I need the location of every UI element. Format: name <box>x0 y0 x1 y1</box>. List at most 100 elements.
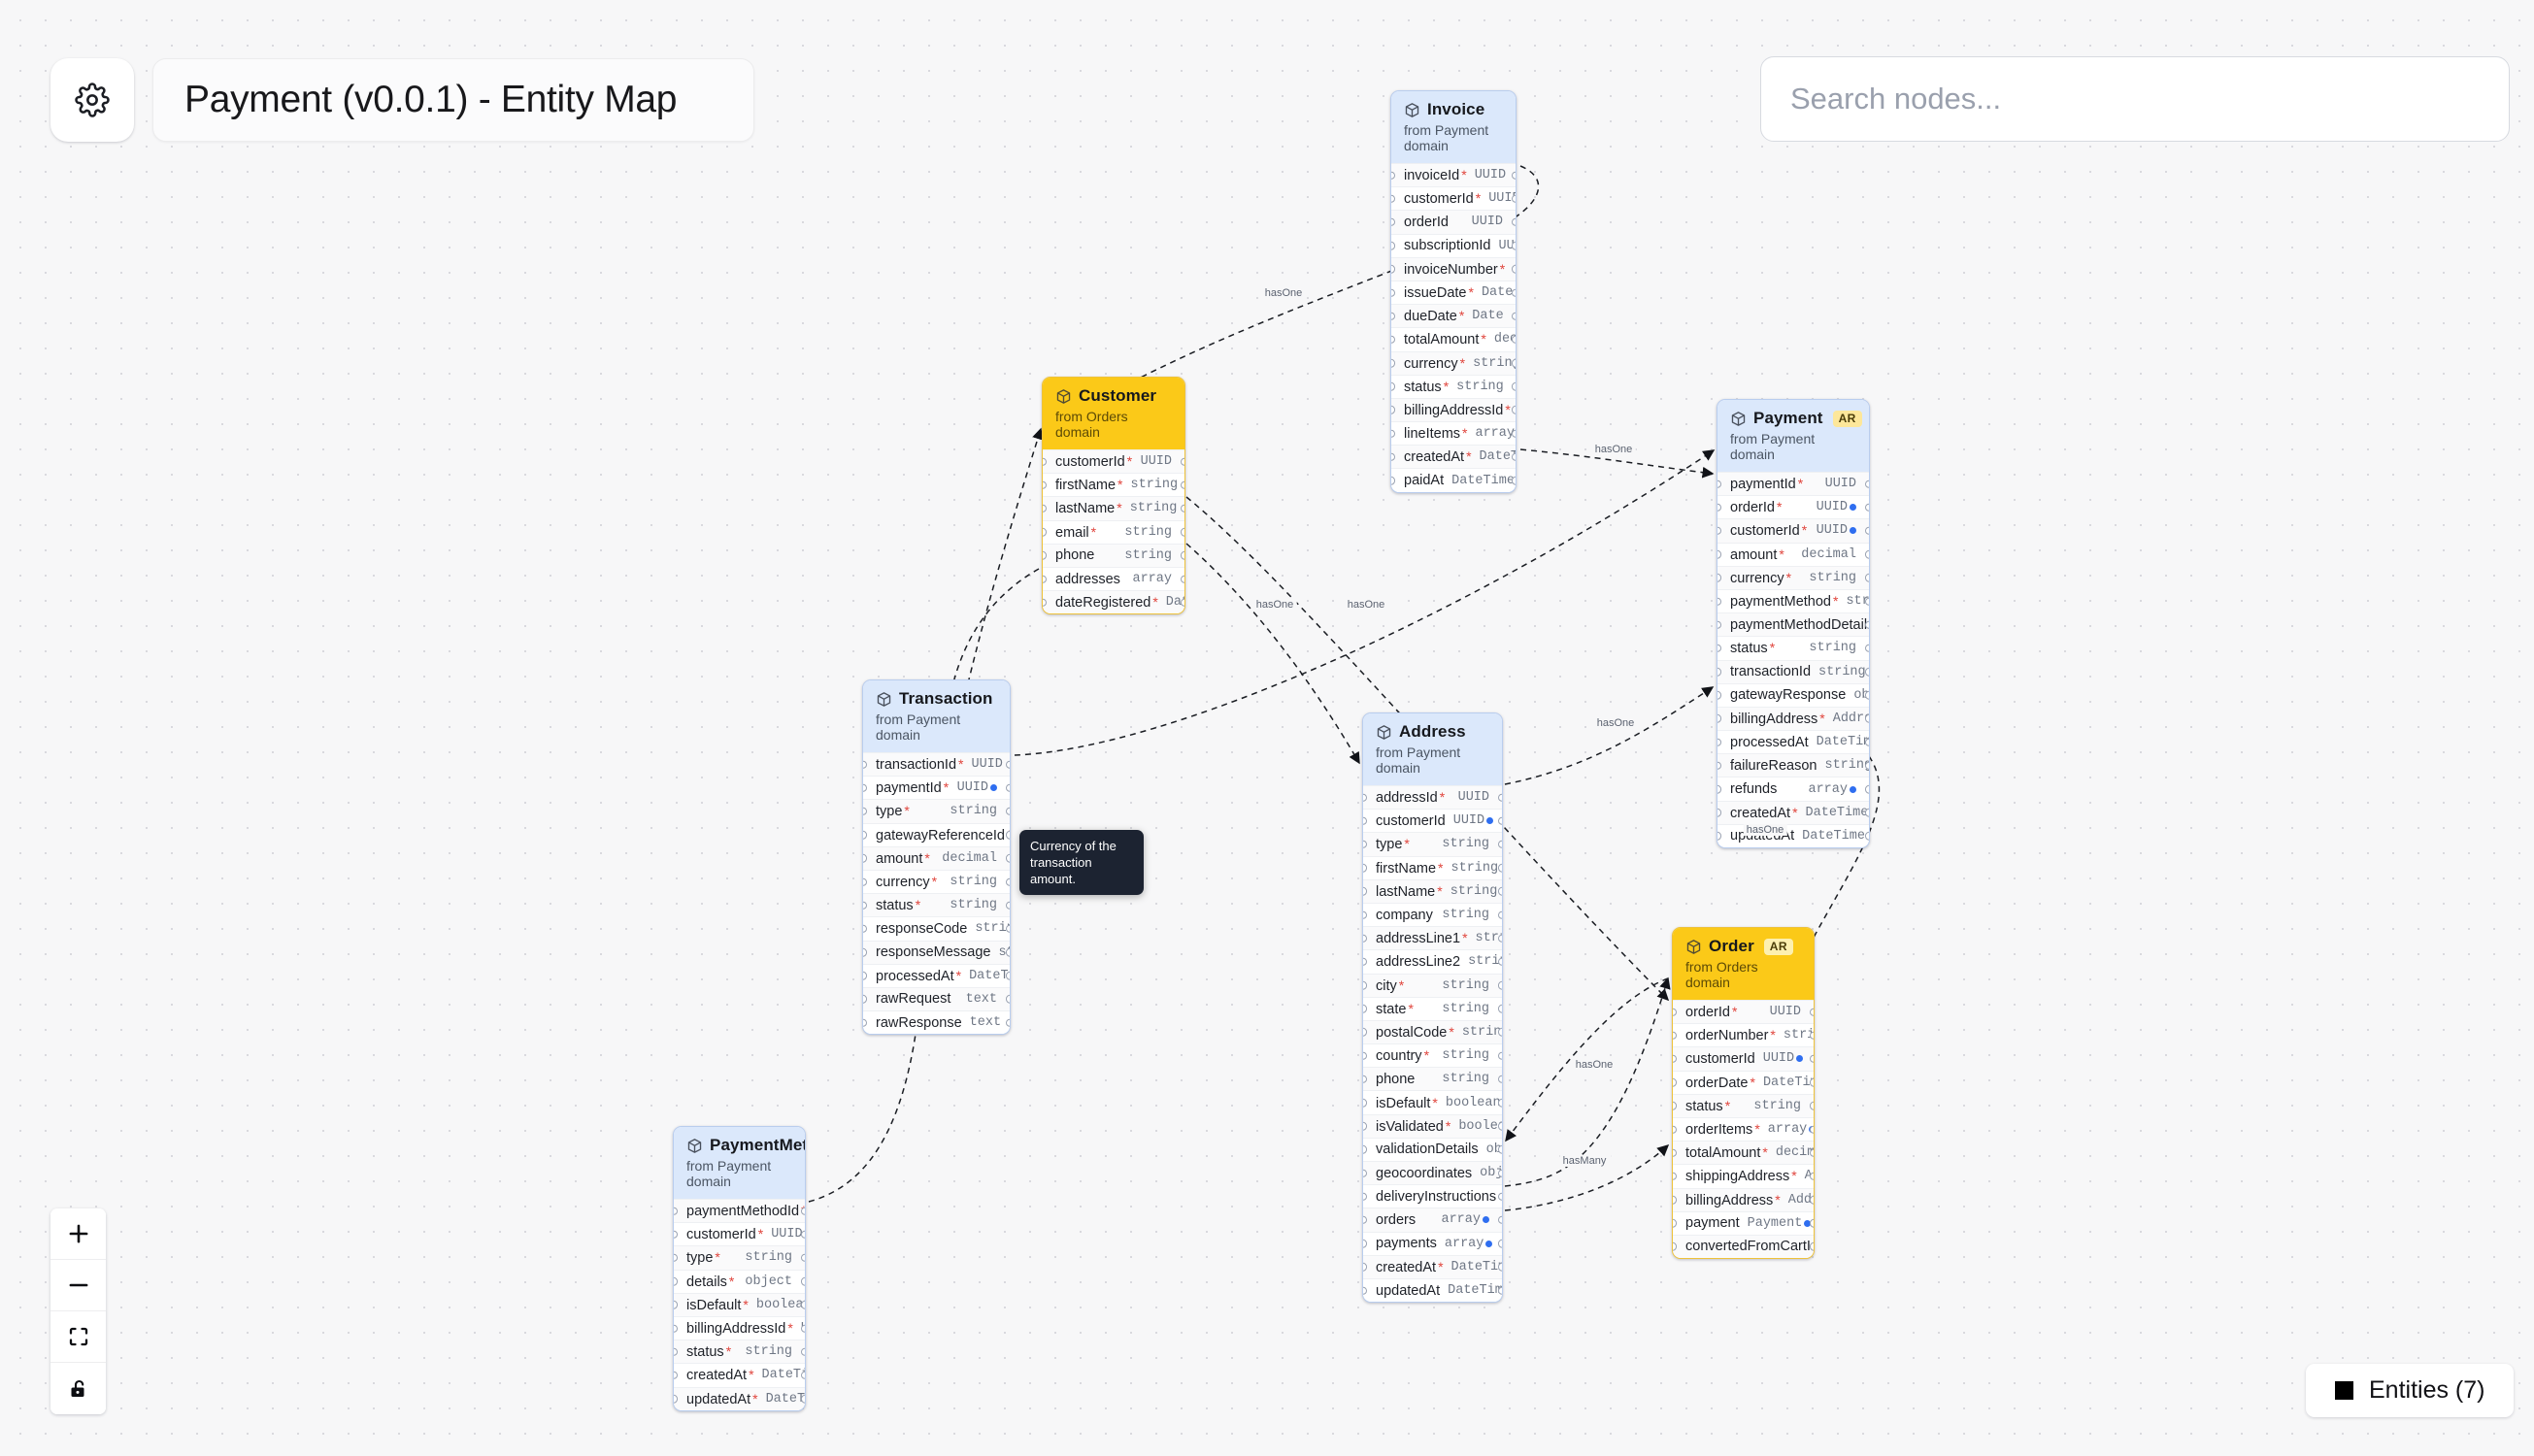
field-port-right[interactable] <box>1006 995 1010 1004</box>
entity-field-row[interactable]: dateRegistered*DateTime <box>1043 590 1184 614</box>
field-port-left[interactable] <box>1363 1215 1367 1225</box>
field-port-right[interactable] <box>1181 480 1184 490</box>
field-port-left[interactable] <box>863 972 867 980</box>
field-port-right[interactable] <box>1006 783 1010 793</box>
field-port-right[interactable] <box>1512 335 1516 345</box>
entity-field-row[interactable]: validationDetailsobject <box>1363 1137 1502 1161</box>
field-port-left[interactable] <box>674 1207 678 1215</box>
field-port-left[interactable] <box>1717 667 1721 677</box>
field-port-right[interactable] <box>1006 830 1010 840</box>
entity-field-row[interactable]: billingAddressId*UUID <box>1391 397 1516 422</box>
field-port-right[interactable] <box>1498 1145 1502 1154</box>
field-port-left[interactable] <box>1673 1102 1677 1110</box>
entity-field-row[interactable]: country*string <box>1363 1043 1502 1068</box>
lock-toggle-button[interactable] <box>50 1363 106 1414</box>
field-port-left[interactable] <box>1717 808 1721 817</box>
field-port-right[interactable] <box>1498 1075 1502 1084</box>
field-port-right[interactable] <box>1512 194 1516 204</box>
field-port-right[interactable] <box>1512 312 1516 320</box>
entity-field-row[interactable]: dueDate*Date <box>1391 304 1516 328</box>
entity-field-row[interactable]: responseCodestring <box>863 916 1010 941</box>
field-port-right[interactable] <box>1865 832 1869 841</box>
field-port-left[interactable] <box>1043 575 1047 583</box>
entity-field-row[interactable]: lineItems*array <box>1391 421 1516 446</box>
field-port-left[interactable] <box>1391 194 1395 204</box>
field-port-right[interactable] <box>801 1230 805 1240</box>
field-port-right[interactable] <box>1810 1242 1814 1251</box>
field-port-right[interactable] <box>1810 1054 1814 1064</box>
field-port-left[interactable] <box>674 1324 678 1333</box>
field-port-left[interactable] <box>1043 527 1047 537</box>
zoom-in-button[interactable] <box>50 1208 106 1260</box>
field-port-left[interactable] <box>674 1394 678 1404</box>
entity-field-row[interactable]: currency*string <box>863 869 1010 894</box>
field-port-right[interactable] <box>1498 1239 1502 1248</box>
entity-field-row[interactable]: updatedAt*DateTime <box>674 1386 805 1410</box>
field-port-left[interactable] <box>1717 526 1721 536</box>
field-port-right[interactable] <box>1512 358 1516 368</box>
field-port-right[interactable] <box>1006 854 1010 863</box>
field-port-right[interactable] <box>1006 924 1010 934</box>
field-port-left[interactable] <box>1717 480 1721 488</box>
field-port-left[interactable] <box>1363 840 1367 849</box>
field-port-left[interactable] <box>1391 217 1395 227</box>
field-port-left[interactable] <box>1363 1121 1367 1131</box>
field-port-right[interactable] <box>1865 714 1869 723</box>
field-port-right[interactable] <box>1181 575 1184 583</box>
field-port-left[interactable] <box>1043 504 1047 513</box>
field-port-right[interactable] <box>1498 957 1502 967</box>
entity-field-row[interactable]: orderItems*array <box>1673 1116 1814 1142</box>
field-port-right[interactable] <box>1498 1121 1502 1131</box>
entity-field-row[interactable]: amount*decimal <box>1717 542 1869 566</box>
field-port-left[interactable] <box>1391 288 1395 297</box>
field-port-right[interactable] <box>1498 980 1502 990</box>
field-port-left[interactable] <box>1363 1286 1367 1295</box>
entity-field-row[interactable]: orderNumber*string <box>1673 1023 1814 1047</box>
field-port-right[interactable] <box>801 1371 805 1380</box>
field-port-left[interactable] <box>1043 480 1047 490</box>
field-port-left[interactable] <box>674 1230 678 1240</box>
field-port-right[interactable] <box>1865 480 1869 488</box>
field-port-right[interactable] <box>1865 597 1869 606</box>
field-port-right[interactable] <box>1512 265 1516 274</box>
entity-field-row[interactable]: paymentMethodId*UUID <box>674 1199 805 1223</box>
field-port-left[interactable] <box>863 947 867 957</box>
field-port-left[interactable] <box>1717 784 1721 794</box>
entity-field-row[interactable]: firstName*string <box>1043 473 1184 497</box>
field-port-right[interactable] <box>1498 793 1502 802</box>
entity-field-row[interactable]: orderDate*DateTime <box>1673 1070 1814 1094</box>
field-port-right[interactable] <box>1498 816 1502 826</box>
field-port-left[interactable] <box>1363 1239 1367 1248</box>
field-port-right[interactable] <box>1512 429 1516 438</box>
field-port-left[interactable] <box>1673 1219 1677 1228</box>
field-port-left[interactable] <box>1717 832 1721 841</box>
field-port-left[interactable] <box>1363 1169 1367 1177</box>
entity-field-row[interactable]: processedAt*DateTime <box>863 963 1010 987</box>
field-port-right[interactable] <box>1865 574 1869 582</box>
field-port-left[interactable] <box>674 1371 678 1380</box>
entity-field-row[interactable]: addressId*UUID <box>1363 785 1502 810</box>
field-port-left[interactable] <box>674 1347 678 1356</box>
entity-field-row[interactable]: status*string <box>1717 636 1869 660</box>
field-port-left[interactable] <box>1391 265 1395 274</box>
field-port-left[interactable] <box>1391 335 1395 345</box>
entity-field-row[interactable]: paymentMethod*string <box>1717 588 1869 613</box>
field-port-left[interactable] <box>863 1018 867 1027</box>
field-port-right[interactable] <box>1512 476 1516 485</box>
field-port-right[interactable] <box>1498 934 1502 943</box>
field-port-right[interactable] <box>1865 761 1869 771</box>
field-port-left[interactable] <box>1391 312 1395 320</box>
field-port-right[interactable] <box>1865 667 1869 677</box>
